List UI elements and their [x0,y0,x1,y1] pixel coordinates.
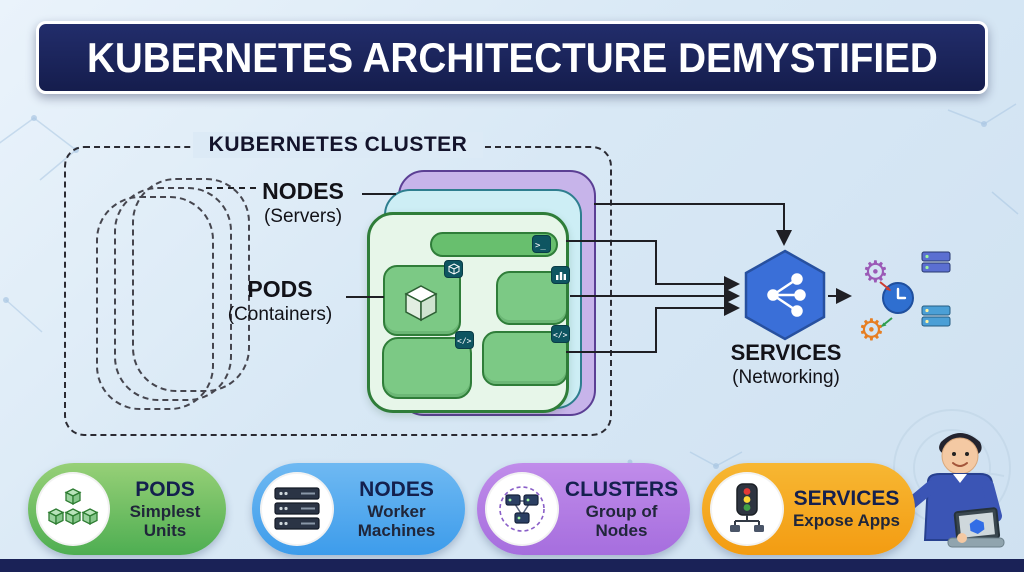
code-badge-icon: </> [551,325,570,343]
service-hexagon-icon [744,249,826,341]
legend-pill-pods: PODS Simplest Units [28,463,226,555]
node-system-bar: >_ [430,232,558,257]
legend-pill-nodes: NODES Worker Machines [252,463,465,555]
pod [496,266,570,325]
title-banner: KUBERNETES ARCHITECTURE DEMYSTIFIED [36,21,988,94]
nodes-label: NODES (Servers) [262,178,344,227]
legend-pill-clusters: CLUSTERS Group of Nodes [477,463,690,555]
services-targets-icons: ⚙ ⚙ [858,251,951,348]
traffic-light-icon [730,483,764,532]
bar-chart-badge-icon [551,266,570,284]
ghost-node-outline [132,178,250,392]
legend-subtitle: Simplest Units [129,501,201,540]
svg-text:>_: >_ [535,241,546,250]
cluster-title: KUBERNETES CLUSTER [193,132,483,158]
gear-icon: ⚙ [858,313,885,348]
legend-title: PODS [135,477,195,501]
node-front: >_ </> [367,212,570,413]
legend-pill-services: SERVICES Expose Apps [702,463,915,555]
server-rack-icon [274,487,320,530]
legend-title: CLUSTERS [564,477,679,501]
page-title: KUBERNETES ARCHITECTURE DEMYSTIFIED [86,33,938,81]
legend-subtitle: Worker Machines [357,501,436,540]
terminal-badge-icon: >_ [532,235,551,253]
pod: </> [382,331,474,399]
pod: </> [482,325,570,386]
flow-arrow-icon [879,281,893,327]
pods-label: PODS (Containers) [227,276,333,325]
node-cluster-icon [499,486,545,532]
services-label: SERVICES (Networking) [730,340,842,388]
gear-icon: ⚙ [862,255,889,290]
legend-title: SERVICES [793,487,900,511]
bottom-accent-strip [0,559,1024,572]
laptop-icon [953,507,1001,543]
legend-subtitle: Expose Apps [792,511,901,531]
pod-containers [383,260,463,336]
cube-badge-icon [444,260,463,278]
cube-icon [404,285,438,322]
legend-title: NODES [359,477,434,501]
svg-text:</>: </> [553,331,568,340]
legend-subtitle: Group of Nodes [585,501,658,540]
server-stack-icon [921,305,951,327]
server-stack-icon [921,251,951,273]
code-badge-icon: </> [455,331,474,349]
mascot-illustration [898,433,1005,548]
pods-cubes-icon [48,488,98,525]
svg-text:</>: </> [457,337,472,346]
